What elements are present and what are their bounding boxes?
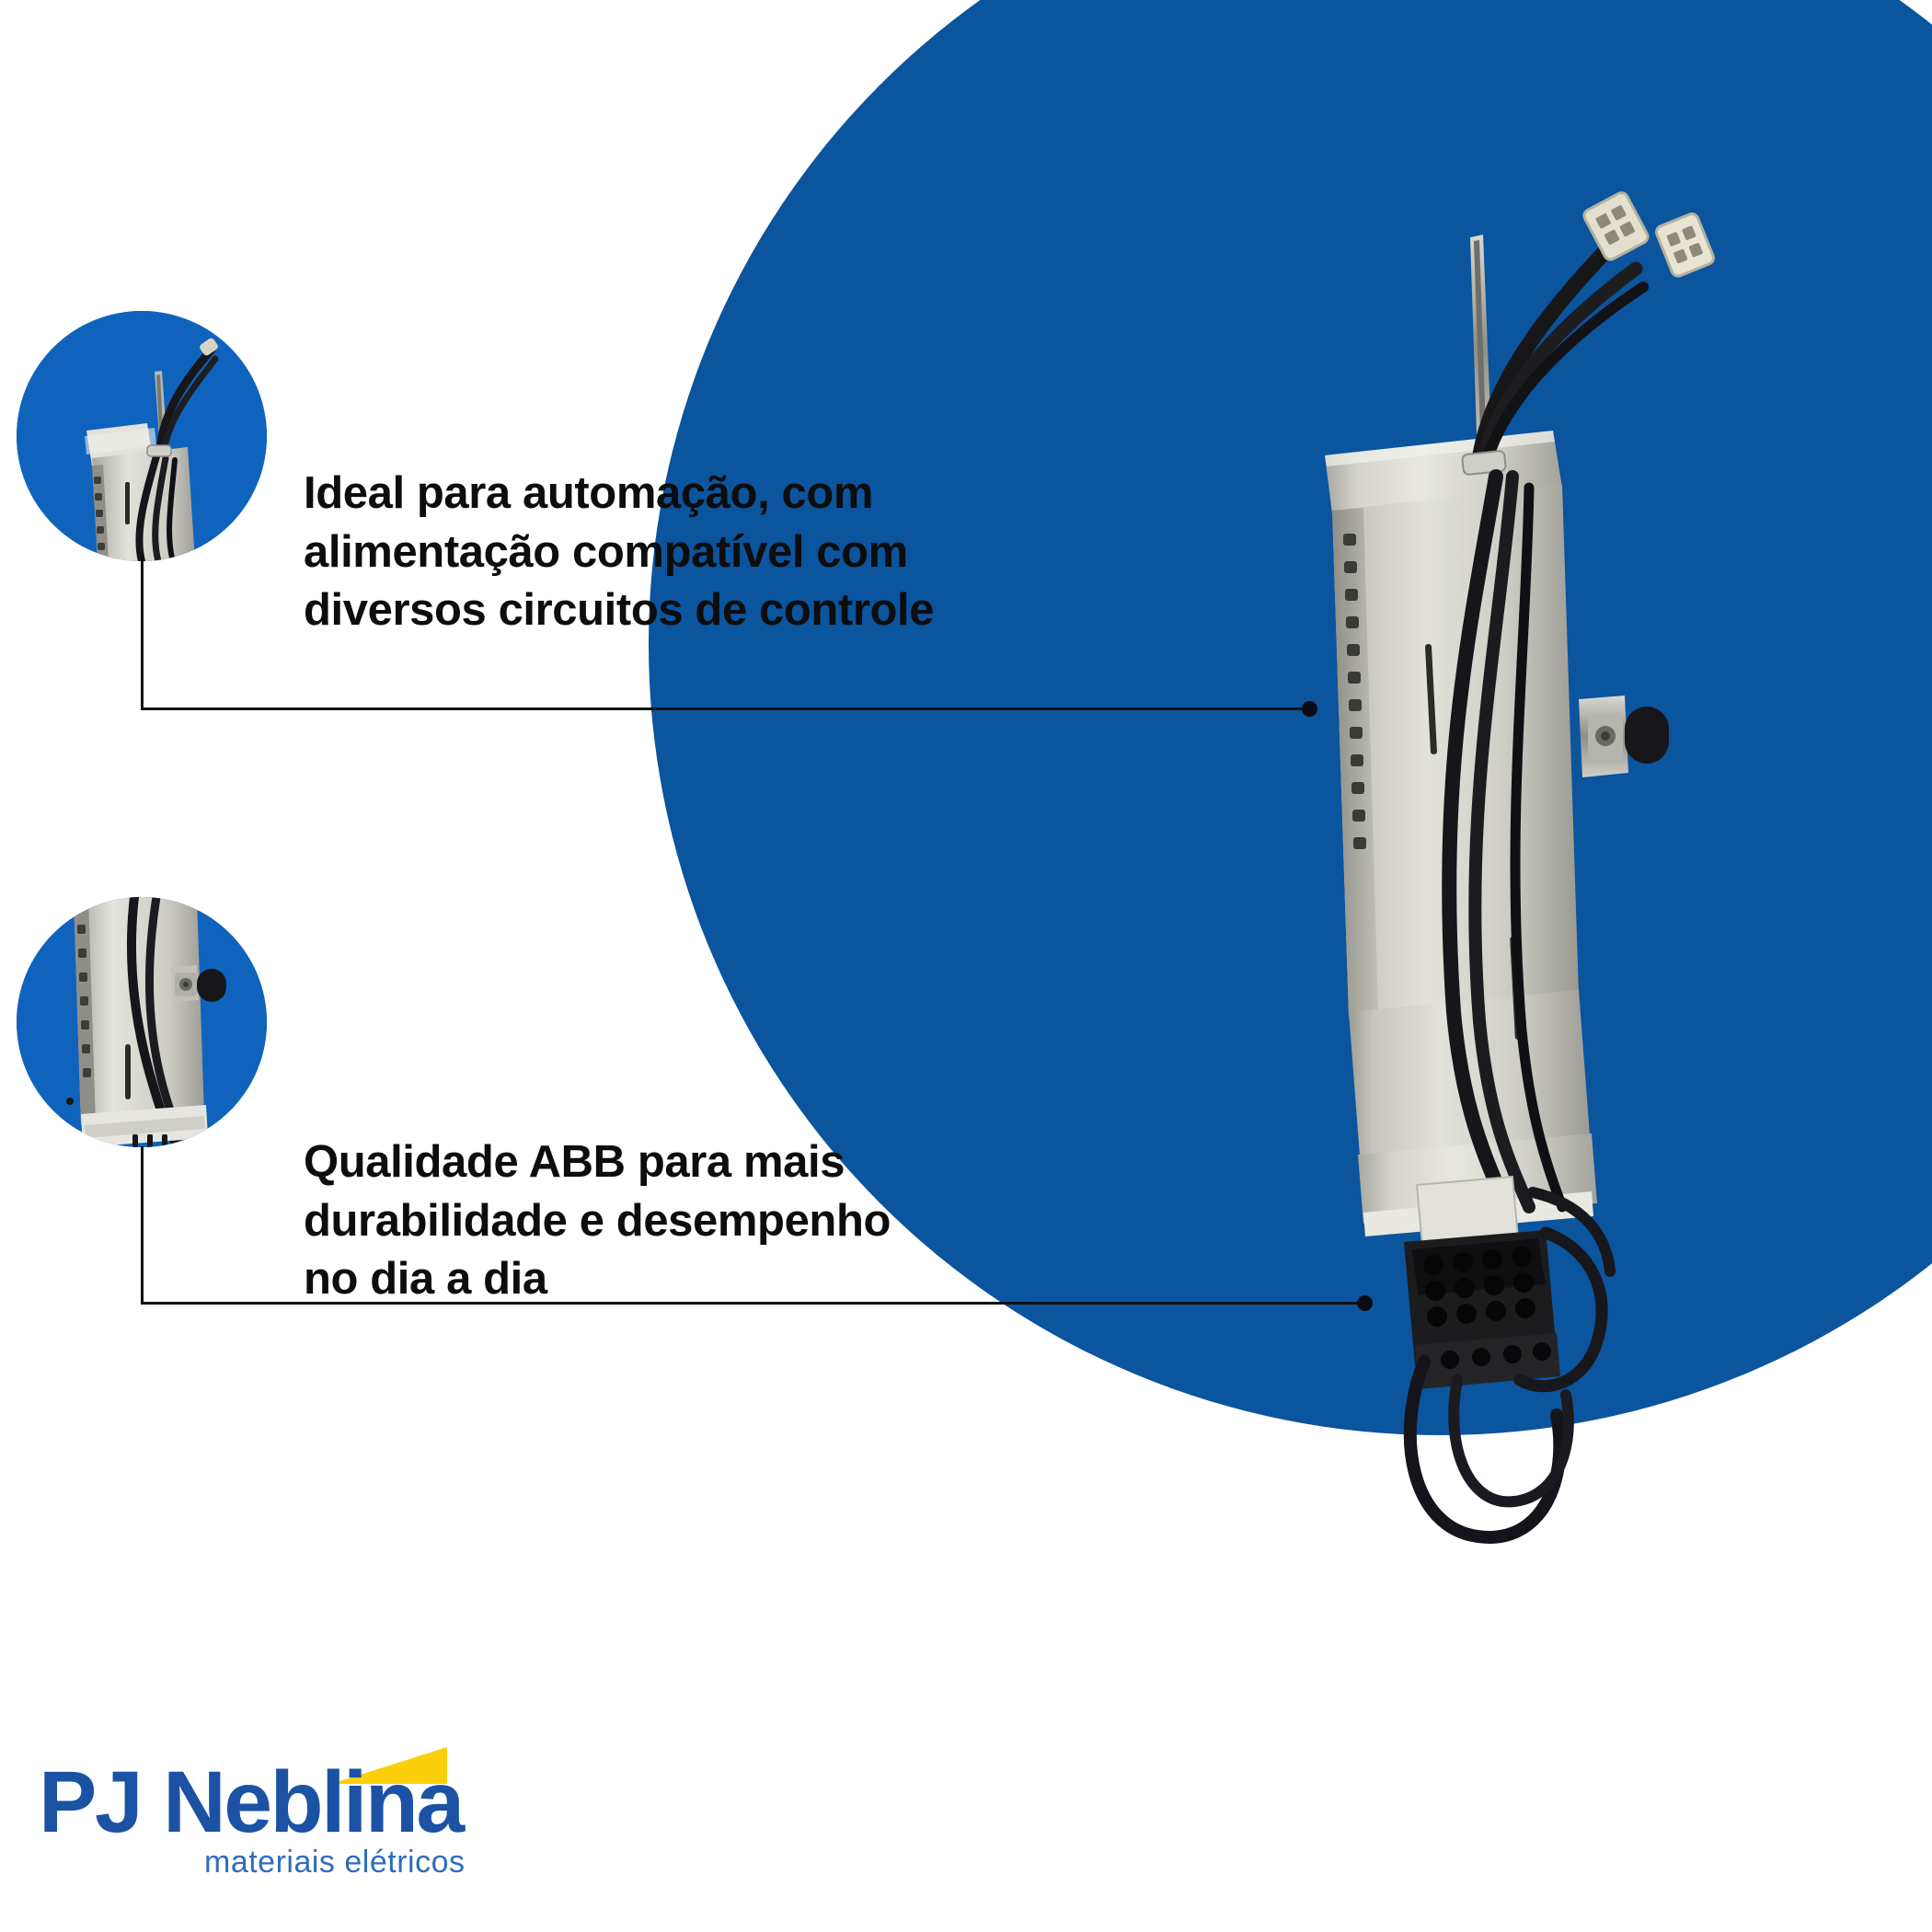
contactor-terminal-closeup-thumbnail — [17, 897, 267, 1147]
callout-2-endpoint-dot — [1357, 1295, 1373, 1311]
feature-1-text: Ideal para automação, com alimentação co… — [304, 468, 935, 636]
logo-tagline: materiais elétricos — [204, 1845, 466, 1880]
callout-2-vertical-segment — [141, 1146, 144, 1305]
abb-contactor-module-photo — [1325, 191, 1715, 1544]
contactor-top-closeup-thumbnail — [17, 311, 267, 561]
brand-logo[interactable]: PJ Neblina materiais elétricos — [39, 1747, 517, 1904]
callout-1-vertical-segment — [141, 552, 144, 710]
callout-2-horizontal-segment — [141, 1302, 1365, 1305]
callout-1-endpoint-dot — [1302, 701, 1317, 717]
hero-product-image — [1316, 184, 1831, 1674]
thumbnail-2-photo — [17, 897, 267, 1147]
feature-2-text: Qualidade ABB para mais durabilidade e d… — [304, 1137, 891, 1305]
logo-wordmark: PJ Neblina — [39, 1754, 465, 1851]
thumbnail-1-photo — [17, 311, 267, 561]
callout-1-horizontal-segment — [141, 707, 1310, 710]
